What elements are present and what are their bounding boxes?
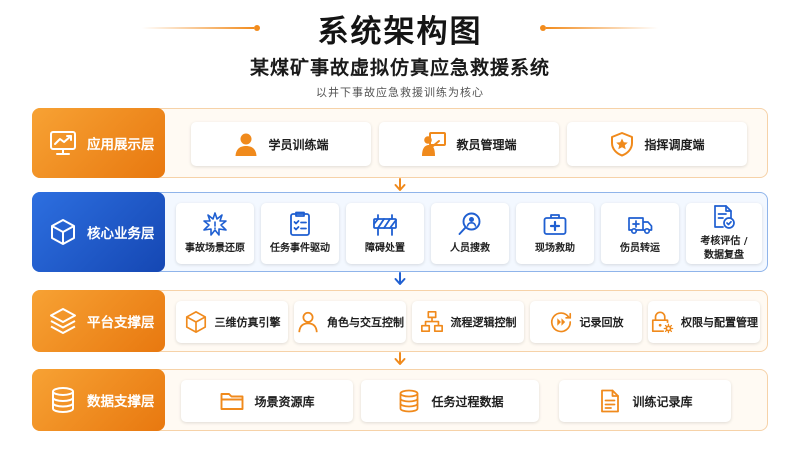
layer-data-support: 数据支撑层 场景资源库 任务过程数据 训练记录库 [32,369,768,431]
module-label: 三维仿真引擎 [214,316,281,329]
ambulance-icon [628,217,653,235]
module-record-playback[interactable]: 记录回放 [530,301,642,343]
layer-application: 应用展示层 学员训练端 教员管理端 指挥调度端 [32,108,768,178]
layer-platform-support-title: 平台支撑层 [87,315,155,331]
layer-platform-support: 平台支撑层 三维仿真引擎 角色与交互控制 流程逻辑控制 记录回放 权限与配置管理 [32,290,768,352]
module-label: 现场救助 [535,243,575,254]
module-casualty-transfer[interactable]: 伤员转运 [601,203,679,264]
title-decoration-dot-right [540,25,546,31]
title-decoration-right [546,27,658,29]
module-label: 任务过程数据 [431,394,504,409]
shield-star-icon [611,132,634,157]
assessment-doc-icon [714,205,735,229]
teacher-board-icon [422,132,447,156]
database-icon [400,389,419,413]
module-permission-config[interactable]: 权限与配置管理 [648,301,760,343]
monitor-chart-icon [50,131,76,155]
module-label: 事故场景还原 [185,243,245,254]
page-caption: 以井下事故应急救援训练为核心 [316,86,484,99]
search-person-icon [458,212,481,235]
title-decoration-dot-left [254,25,260,31]
cube-icon [51,219,75,245]
down-arrow-icon [392,178,408,192]
layer-data-support-label: 数据支撑层 [32,369,165,431]
layers-icon [50,308,76,334]
module-scene-resource-library[interactable]: 场景资源库 [181,380,353,422]
module-task-process-data[interactable]: 任务过程数据 [361,380,539,422]
module-process-logic-control[interactable]: 流程逻辑控制 [412,301,524,343]
module-label: 场景资源库 [254,394,315,409]
user-icon [235,133,257,156]
down-arrow-icon [392,272,408,286]
module-instructor-terminal[interactable]: 教员管理端 [379,122,559,166]
module-onsite-rescue[interactable]: 现场救助 [516,203,594,264]
module-task-event-driven[interactable]: 任务事件驱动 [261,203,339,264]
module-label: 任务事件驱动 [270,243,330,254]
user-outline-icon [298,311,318,333]
first-aid-icon [543,214,567,235]
layer-core-business-title: 核心业务层 [87,226,155,242]
flowchart-icon [420,311,443,333]
module-role-interaction-control[interactable]: 角色与交互控制 [294,301,406,343]
module-label: 训练记录库 [632,394,693,409]
module-label: 障碍处置 [365,243,405,254]
module-student-terminal[interactable]: 学员训练端 [191,122,371,166]
module-assessment-review[interactable]: 考核评估 / 数据复盘 [686,203,762,264]
layer-platform-support-label: 平台支撑层 [32,290,165,352]
module-training-record-library[interactable]: 训练记录库 [559,380,731,422]
title-decoration-left [142,27,254,29]
page-title: 系统架构图 [317,14,483,50]
layer-core-business-label: 核心业务层 [32,192,165,272]
module-label: 人员搜救 [450,243,490,254]
folder-icon [221,393,244,410]
module-label: 考核评估 / 数据复盘 [700,236,748,261]
replay-icon [550,312,571,333]
checklist-icon [290,211,310,236]
module-3d-simulation-engine[interactable]: 三维仿真引擎 [176,301,288,343]
3d-box-icon [185,311,206,333]
module-command-terminal[interactable]: 指挥调度端 [567,122,747,166]
module-label: 伤员转运 [620,243,660,254]
module-label: 指挥调度端 [644,137,705,152]
barrier-icon [373,214,397,236]
database-icon [52,387,74,414]
module-label: 记录回放 [579,316,624,329]
lock-gear-icon [651,311,674,334]
module-accident-scene-restore[interactable]: 事故场景还原 [176,203,254,264]
explosion-icon [203,212,227,236]
document-icon [601,389,620,413]
down-arrow-icon [392,352,408,366]
layer-application-title: 应用展示层 [87,137,155,153]
module-label: 教员管理端 [456,137,517,152]
page-subtitle: 某煤矿事故虚拟仿真应急救援系统 [249,57,550,79]
module-label: 权限与配置管理 [681,316,758,329]
layer-core-business: 核心业务层 事故场景还原 任务事件驱动 障碍处置 人员搜救 现场救助 伤员转运 … [32,192,768,272]
module-label: 学员训练端 [268,137,329,152]
module-label: 流程逻辑控制 [450,316,517,329]
layer-data-support-title: 数据支撑层 [87,394,155,410]
module-personnel-search-rescue[interactable]: 人员搜救 [431,203,509,264]
module-label: 角色与交互控制 [327,316,404,329]
module-obstacle-handling[interactable]: 障碍处置 [346,203,424,264]
layer-application-label: 应用展示层 [32,108,165,178]
